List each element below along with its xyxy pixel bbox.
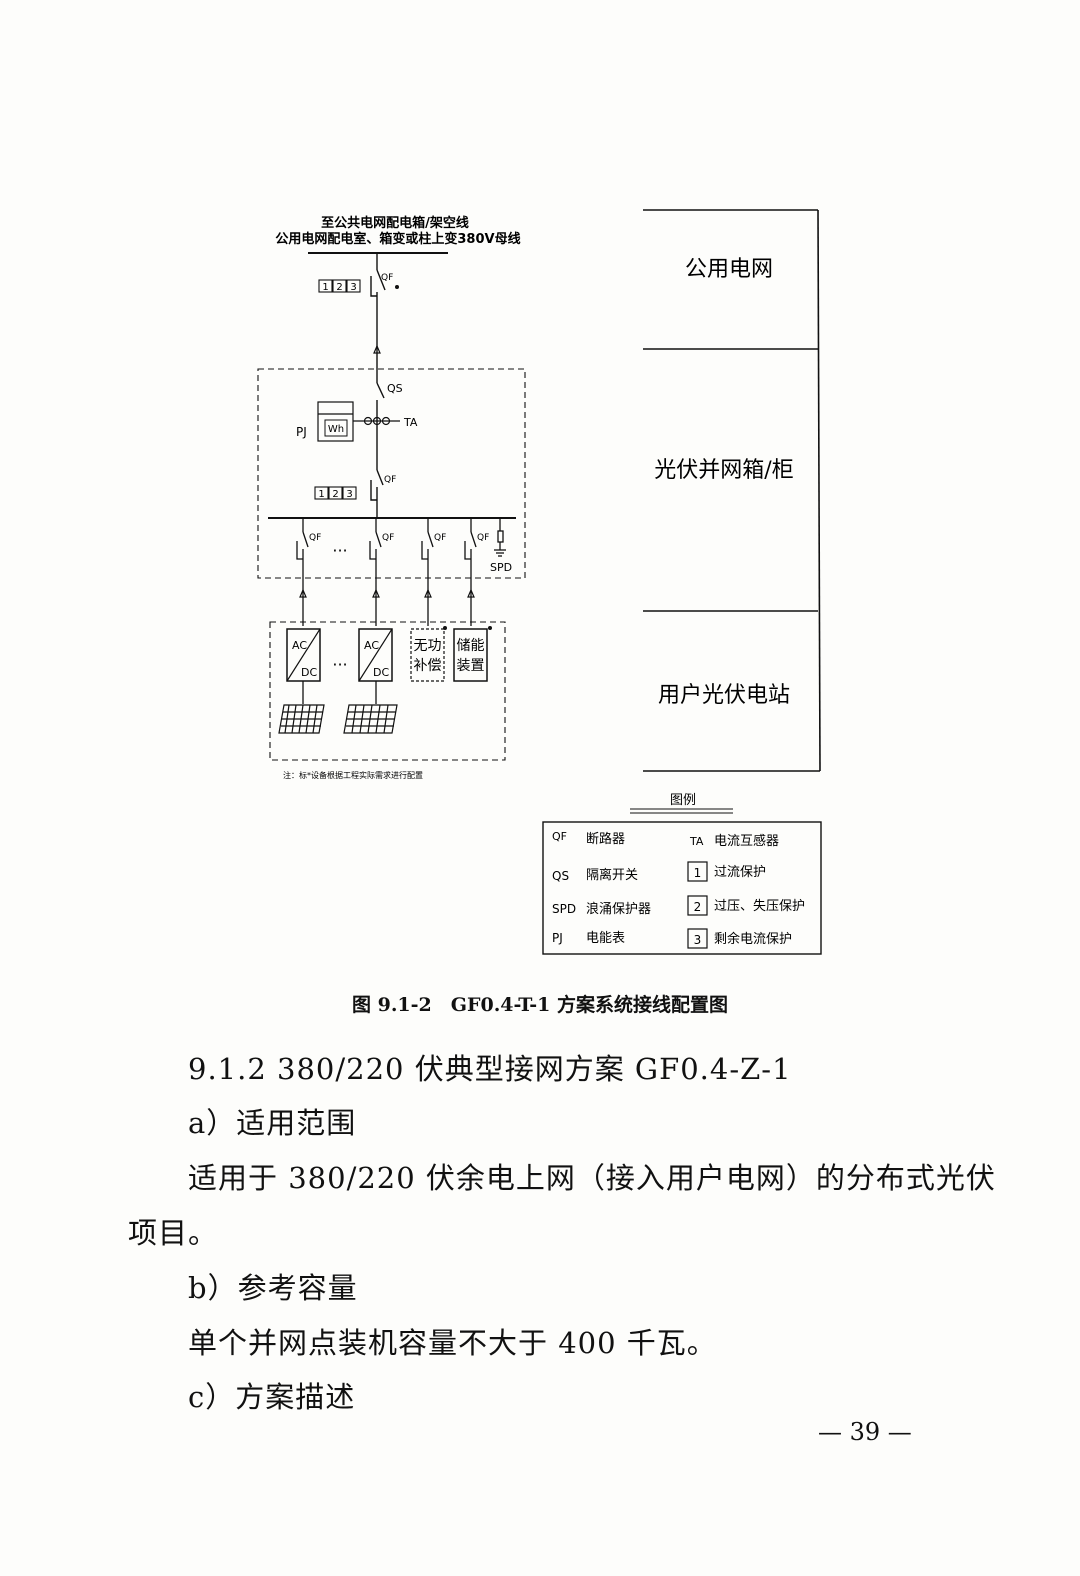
legend-p2-num: 2 — [694, 900, 702, 914]
page-number: — 39 — — [818, 1418, 912, 1446]
qf-branch-1: QF — [309, 533, 321, 543]
legend-p1-desc: 过流保护 — [714, 865, 766, 880]
inverter-1: AC DC — [286, 628, 321, 704]
protection-set-top — [318, 279, 361, 293]
inverter-ellipsis: ··· — [332, 655, 347, 674]
branch-ellipsis: ··· — [332, 541, 347, 560]
section-heading: 9.1.2 380/220 伏典型接网方案 GF0.4-Z-1 — [188, 1052, 792, 1086]
energy-meter — [317, 401, 354, 442]
section-pv-cabinet: 光伏并网箱/柜 — [654, 458, 793, 483]
prot-1-top: 1 — [322, 282, 328, 293]
qf-branch-3: QF — [434, 533, 446, 543]
branch-feeders — [296, 518, 506, 626]
storage-label-1: 储能 — [457, 638, 485, 654]
grid-connection-label-1: 至公共电网配电箱/架空线 — [321, 215, 469, 231]
section-public-grid: 公用电网 — [685, 257, 773, 282]
pj-label: PJ — [296, 425, 307, 439]
diagram-note: 注：标*设备根据工程实际需求进行配置 — [283, 770, 423, 780]
legend-qf-code: QF — [552, 830, 567, 843]
legend-qs-desc: 隔离开关 — [586, 867, 638, 883]
pv-cabinet-boundary — [257, 368, 526, 579]
solar-panel-2 — [343, 704, 398, 734]
grid-connection-label-2: 公用电网配电室、箱变或柱上变380V母线 — [275, 231, 520, 247]
legend-ta-code: TA — [689, 835, 704, 848]
item-a-label: a）适用范围 — [188, 1106, 357, 1140]
reactive-compensation: 无功 补偿 — [410, 626, 447, 682]
system-wiring-diagram: 至公共电网配电箱/架空线 公用电网配电室、箱变或柱上变380V母线 QF 1 2… — [257, 209, 822, 955]
prot-2-top: 2 — [336, 282, 342, 293]
legend-spd-code: SPD — [552, 902, 576, 916]
prot-1-cab: 1 — [318, 489, 324, 500]
legend-p3-desc: 剩余电流保护 — [714, 931, 792, 947]
inv2-ac: AC — [364, 639, 379, 652]
legend: 图例 QF 断路器 QS 隔离开关 SPD 浪涌保护器 PJ 电能表 TA 电流… — [542, 793, 822, 955]
legend-qf-desc: 断路器 — [586, 831, 625, 847]
item-a-text-2: 项目。 — [128, 1216, 219, 1250]
item-b-label: b）参考容量 — [188, 1271, 358, 1305]
legend-spd-desc: 浪涌保护器 — [586, 902, 651, 917]
reactive-label-1: 无功 — [414, 638, 442, 654]
item-c-label: c）方案描述 — [188, 1380, 356, 1414]
qs-label: QS — [387, 382, 403, 395]
inv1-dc: DC — [301, 666, 317, 679]
legend-p1-num: 1 — [694, 866, 702, 880]
user-station-boundary — [269, 621, 506, 761]
energy-storage: 储能 装置 — [453, 626, 492, 682]
qf-branch-4: QF — [477, 533, 489, 543]
qf-main-label: QF — [381, 273, 393, 283]
legend-title: 图例 — [670, 793, 696, 808]
protection-set-cabinet — [314, 486, 357, 500]
qf-cabinet-label: QF — [384, 475, 396, 485]
wh-label: Wh — [328, 424, 344, 435]
legend-p3-num: 3 — [694, 933, 702, 947]
legend-pj-desc: 电能表 — [586, 931, 625, 946]
prot-3-top: 3 — [350, 282, 356, 293]
item-a-text-1: 适用于 380/220 伏余电上网（接入用户电网）的分布式光伏 — [188, 1161, 996, 1195]
legend-p2-desc: 过压、失压保护 — [714, 899, 805, 914]
inverter-2: AC DC — [358, 628, 393, 704]
legend-ta-desc: 电流互感器 — [714, 833, 779, 849]
inv2-dc: DC — [373, 666, 389, 679]
reactive-label-2: 补偿 — [414, 658, 442, 674]
spd-label: SPD — [490, 561, 512, 574]
prot-3-cab: 3 — [346, 489, 352, 500]
section-frame — [643, 209, 821, 772]
inv1-ac: AC — [292, 639, 307, 652]
section-user-station: 用户光伏电站 — [658, 683, 790, 708]
qf-branch-2: QF — [382, 533, 394, 543]
item-b-text: 单个并网点装机容量不大于 400 千瓦。 — [188, 1326, 717, 1360]
legend-qs-code: QS — [552, 869, 569, 883]
ta-label: TA — [403, 416, 418, 429]
main-feeder — [370, 253, 386, 518]
prot-2-cab: 2 — [332, 489, 338, 500]
solar-panel-1 — [278, 704, 325, 734]
storage-label-2: 装置 — [457, 658, 485, 674]
figure-caption: 图 9.1-2 GF0.4-T-1 方案系统接线配置图 — [351, 994, 728, 1016]
legend-pj-code: PJ — [552, 931, 563, 945]
